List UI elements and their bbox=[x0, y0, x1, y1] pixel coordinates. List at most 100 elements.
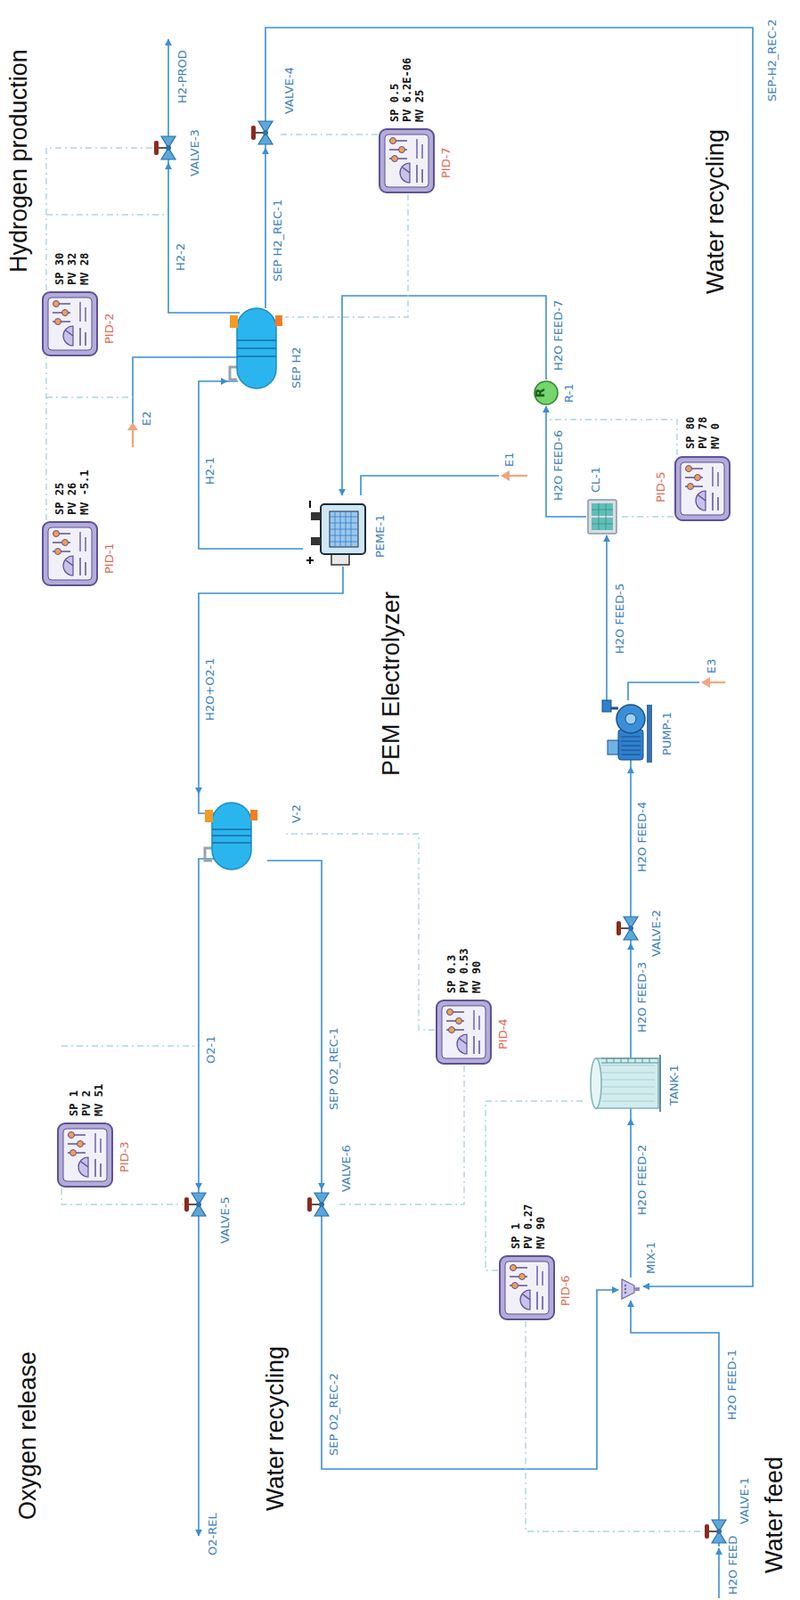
controller-value: MV 25 bbox=[413, 89, 426, 123]
energy-label: E1 bbox=[503, 452, 516, 468]
control-valve: VALVE-6 bbox=[306, 1189, 337, 1220]
energy-arrows bbox=[127, 422, 726, 688]
tank-icon bbox=[583, 1047, 664, 1119]
stream-label: H2O FEED-5 bbox=[613, 581, 627, 656]
valve-icon bbox=[183, 1189, 214, 1220]
equipment-label: PUMP-1 bbox=[661, 711, 674, 756]
controller-value: SP 1 bbox=[67, 1090, 81, 1117]
stream-label: SEP-H2_REC-2 bbox=[766, 16, 779, 104]
controller-value: PV 26 bbox=[65, 482, 79, 515]
pump-icon bbox=[598, 700, 654, 768]
equipment-label: VALVE-2 bbox=[650, 909, 663, 957]
stream-label: H2O FEED-1 bbox=[726, 1347, 739, 1422]
section-title: Water recycling bbox=[261, 1346, 289, 1511]
stream-line bbox=[265, 27, 753, 1287]
signal-line bbox=[485, 1101, 584, 1271]
stream-label: H2O+O2-1 bbox=[204, 655, 217, 723]
equipment-label: VALVE-4 bbox=[283, 66, 296, 115]
signal-line bbox=[336, 1065, 465, 1205]
stub-streams bbox=[132, 39, 719, 1599]
pid-icon bbox=[40, 290, 99, 358]
equipment-label: R-1 bbox=[563, 383, 576, 403]
separator-vessel: SEP H2 bbox=[227, 299, 286, 398]
pid-controller: PID-6SP 1PV 0.27MV 90 bbox=[497, 1254, 556, 1322]
stream-label: H2O FEED-3 bbox=[636, 960, 649, 1035]
stream-line bbox=[629, 767, 632, 914]
stream-line bbox=[264, 147, 267, 300]
controller-name: PID-6 bbox=[559, 1274, 572, 1307]
control-valve: VALVE-4 bbox=[250, 117, 281, 148]
section-title: PEM Electrolyzer bbox=[377, 591, 405, 776]
stream-label: H2O FEED-2 bbox=[636, 1142, 649, 1217]
vessel-icon bbox=[178, 793, 286, 879]
controller-value: PV 32 bbox=[65, 253, 79, 286]
controller-value: SP 30 bbox=[53, 253, 66, 286]
stream-label: H2O FEED-7 bbox=[552, 298, 565, 373]
section-title: Water feed bbox=[760, 1456, 788, 1574]
signal-line bbox=[618, 515, 674, 517]
pid-controller: PID-1SP 25PV 26MV -5.1 bbox=[40, 520, 99, 588]
pid-controller: PID-2SP 30PV 32MV 28 bbox=[40, 290, 99, 358]
pid-icon bbox=[40, 520, 99, 588]
cooler-symbol: CL-1 bbox=[586, 497, 619, 536]
mix-icon bbox=[618, 1277, 644, 1301]
stream-line bbox=[197, 878, 200, 1190]
pid-icon bbox=[56, 1121, 115, 1189]
controller-value: MV 28 bbox=[78, 253, 91, 286]
stream-line bbox=[321, 1219, 619, 1470]
stream-line bbox=[629, 943, 632, 1048]
equipment-label: VALVE-1 bbox=[738, 1477, 752, 1525]
pid-icon bbox=[434, 998, 493, 1066]
controller-name: PID-4 bbox=[497, 1018, 510, 1050]
section-title: Hydrogen production bbox=[5, 48, 33, 273]
controller-value: MV -5.1 bbox=[78, 469, 91, 515]
energy-label: E3 bbox=[705, 659, 719, 675]
stream-line bbox=[285, 860, 322, 1190]
stream-line bbox=[546, 406, 587, 517]
signal-line bbox=[280, 133, 378, 135]
signal-branches bbox=[46, 214, 678, 1046]
signal-line bbox=[46, 147, 154, 291]
stream-line bbox=[342, 295, 547, 496]
control-valve: VALVE-3 bbox=[153, 132, 184, 164]
controller-value: SP 1 bbox=[509, 1223, 523, 1249]
cooler-icon bbox=[586, 497, 619, 536]
equipment-label: CL-1 bbox=[589, 466, 603, 493]
stream-label: O2-REL bbox=[206, 1512, 220, 1556]
signal-line bbox=[61, 1188, 184, 1205]
valve-icon bbox=[153, 132, 184, 164]
equipment-label: SEP H2 bbox=[290, 347, 303, 389]
stream-label: SEP H2_REC-1 bbox=[271, 197, 285, 284]
signal-line bbox=[285, 194, 409, 318]
controller-name: PID-3 bbox=[118, 1141, 131, 1173]
stream-label: O2-1 bbox=[204, 1034, 218, 1066]
pump-symbol: PUMP-1 bbox=[598, 700, 654, 768]
pid-icon bbox=[377, 127, 436, 195]
controller-name: PID-7 bbox=[440, 146, 453, 179]
storage-tank: TANK-1 bbox=[583, 1047, 664, 1119]
vessel-icon bbox=[227, 299, 286, 398]
controller-name: PID-1 bbox=[103, 542, 116, 574]
equipment-label: TANK-1 bbox=[668, 1064, 681, 1106]
pid-controller: PID-4SP 0.3PV 0.53MV 90 bbox=[434, 998, 493, 1066]
stream-label: H2-2 bbox=[174, 241, 188, 273]
controller-value: PV 2 bbox=[80, 1090, 93, 1117]
section-title: Oxygen release bbox=[14, 1351, 41, 1520]
valve-icon bbox=[615, 913, 646, 944]
pid-controller: PID-5SP 80PV 78MV 0 bbox=[673, 455, 732, 523]
stream-label: H2-1 bbox=[204, 455, 217, 487]
controller-value: SP 0.3 bbox=[445, 955, 458, 994]
control-valve: VALVE-5 bbox=[183, 1189, 214, 1220]
controller-value: MV 90 bbox=[470, 961, 483, 994]
equipment-label: VALVE-6 bbox=[340, 1144, 353, 1192]
pid-icon bbox=[673, 455, 732, 523]
signal-line bbox=[285, 833, 435, 1030]
stream-line bbox=[198, 566, 343, 794]
controller-value: MV 90 bbox=[534, 1216, 547, 1249]
pem-icon bbox=[302, 495, 370, 567]
controller-value: PV 78 bbox=[696, 416, 710, 449]
control-valve: VALVE-2 bbox=[615, 913, 646, 944]
equipment-label: PEME-1 bbox=[374, 514, 387, 558]
controller-value: PV 0.27 bbox=[522, 1203, 535, 1249]
